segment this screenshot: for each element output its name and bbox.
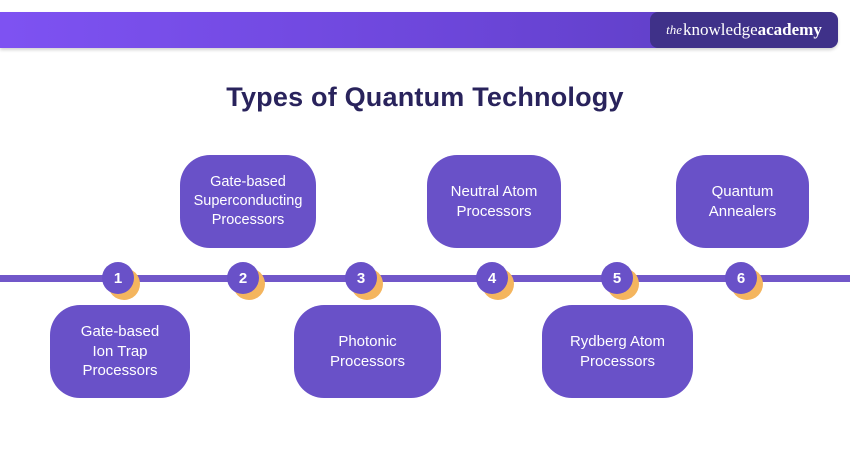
node-number-badge: 5 [601, 262, 633, 294]
page-title: Types of Quantum Technology [226, 82, 624, 112]
timeline-node-3: 3 [345, 262, 383, 300]
label-box-photonic-processors: Photonic Processors [294, 305, 441, 398]
timeline-line [0, 275, 850, 282]
label-box-quantum-annealers: Quantum Annealers [676, 155, 809, 248]
node-number-badge: 1 [102, 262, 134, 294]
label-box-gate-based-superconducting-processors: Gate-based Superconducting Processors [180, 155, 316, 248]
timeline-node-5: 5 [601, 262, 639, 300]
logo-text-knowledge: knowledge [683, 20, 758, 39]
timeline-node-1: 1 [102, 262, 140, 300]
logo-text-the: the [666, 22, 683, 37]
timeline-node-2: 2 [227, 262, 265, 300]
timeline-node-4: 4 [476, 262, 514, 300]
timeline-node-6: 6 [725, 262, 763, 300]
label-box-neutral-atom-processors: Neutral Atom Processors [427, 155, 561, 248]
logo-text-academy: academy [757, 20, 822, 39]
node-number-badge: 6 [725, 262, 757, 294]
node-number-badge: 2 [227, 262, 259, 294]
label-box-rydberg-atom-processors: Rydberg Atom Processors [542, 305, 693, 398]
node-number-badge: 4 [476, 262, 508, 294]
label-box-gate-based-ion-trap-processors: Gate-based Ion Trap Processors [50, 305, 190, 398]
node-number-badge: 3 [345, 262, 377, 294]
